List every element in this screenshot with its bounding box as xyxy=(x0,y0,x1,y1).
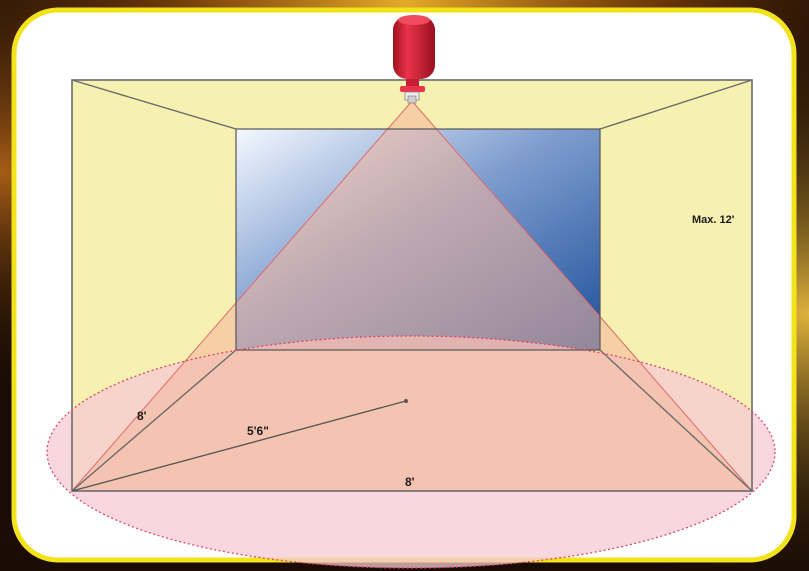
edge-ceiling-left xyxy=(71,79,237,130)
coverage-ellipse-outline xyxy=(46,335,776,569)
radius-center-point xyxy=(404,399,408,403)
back-wall-outline xyxy=(235,128,601,351)
radius-line xyxy=(71,400,407,492)
edge-ceiling-right xyxy=(599,79,753,130)
edge-floor-left xyxy=(71,349,237,492)
side-depth-label: 8' xyxy=(137,409,147,423)
max-height-label: Max. 12' xyxy=(692,214,735,226)
cone-edge-left xyxy=(71,100,413,492)
spray-cone xyxy=(72,101,752,491)
floor-width-label: 8' xyxy=(405,475,415,489)
edge-floor-right xyxy=(599,349,753,492)
fire-extinguisher-ball-icon xyxy=(393,15,435,104)
cone-edge-right xyxy=(411,100,753,492)
radius-label: 5'6" xyxy=(247,424,269,438)
